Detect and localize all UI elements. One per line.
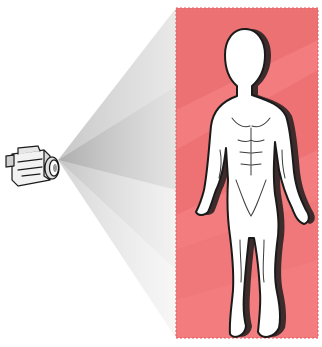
camera-view-cone (58, 8, 176, 338)
video-camera-icon (6, 146, 59, 186)
camera-viewfinder (6, 155, 14, 167)
